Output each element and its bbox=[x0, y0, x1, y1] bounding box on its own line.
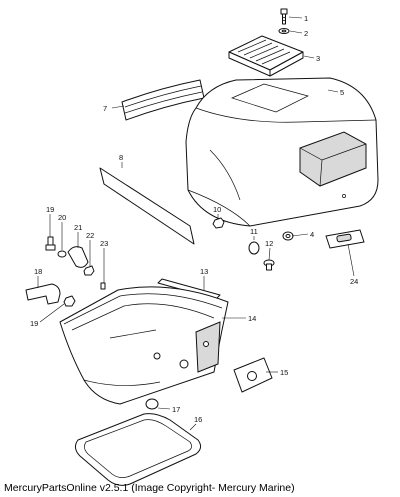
part-23-screw[interactable] bbox=[100, 282, 106, 290]
part-19-bolt-upper[interactable] bbox=[45, 236, 56, 251]
callout-22: 22 bbox=[86, 231, 94, 240]
part-19-nut-lower[interactable] bbox=[63, 295, 76, 307]
callout-23: 23 bbox=[100, 239, 108, 248]
callout-18: 18 bbox=[34, 267, 42, 276]
callout-19-upper: 19 bbox=[46, 205, 54, 214]
part-20-washer[interactable] bbox=[57, 250, 67, 258]
part-18-latch-handle[interactable] bbox=[25, 283, 61, 305]
callout-4: 4 bbox=[310, 230, 314, 239]
callout-15: 15 bbox=[280, 368, 288, 377]
callout-16: 16 bbox=[194, 415, 202, 424]
callout-12: 12 bbox=[265, 239, 273, 248]
part-24-nameplate[interactable] bbox=[325, 229, 365, 249]
part-2-washer[interactable] bbox=[278, 28, 290, 34]
callout-17: 17 bbox=[172, 405, 180, 414]
part-10-nut[interactable] bbox=[212, 217, 225, 229]
callout-21: 21 bbox=[74, 223, 82, 232]
part-15-plate[interactable] bbox=[233, 357, 273, 393]
callout-7: 7 bbox=[103, 104, 107, 113]
part-4-grommet[interactable] bbox=[282, 231, 294, 241]
callout-3: 3 bbox=[316, 54, 320, 63]
leader-lines bbox=[37, 16, 355, 431]
part-8-seal-strip[interactable] bbox=[99, 167, 195, 245]
part-5-top-cowl[interactable] bbox=[185, 77, 379, 227]
callout-14: 14 bbox=[248, 314, 256, 323]
callout-5: 5 bbox=[340, 88, 344, 97]
part-16-seal[interactable] bbox=[74, 413, 202, 486]
callout-2: 2 bbox=[304, 29, 308, 38]
copyright-footer: MercuryPartsOnline v2.5.1 (Image Copyrig… bbox=[4, 482, 295, 494]
callout-10: 10 bbox=[213, 205, 221, 214]
callout-20: 20 bbox=[58, 213, 66, 222]
part-3-top-cap[interactable] bbox=[228, 35, 304, 77]
part-11-bushing[interactable] bbox=[248, 238, 260, 255]
part-12-screw[interactable] bbox=[263, 259, 275, 271]
callout-13: 13 bbox=[200, 267, 208, 276]
part-21-latch-lever[interactable] bbox=[67, 246, 89, 268]
part-1-screw[interactable] bbox=[280, 8, 288, 25]
part-17-grommet[interactable] bbox=[145, 398, 159, 410]
callout-1: 1 bbox=[304, 14, 308, 23]
callout-24: 24 bbox=[350, 277, 358, 286]
callout-8: 8 bbox=[119, 153, 123, 162]
callout-11: 11 bbox=[250, 227, 258, 236]
callout-labels: 1 2 3 5 7 8 4 24 10 11 12 13 14 15 17 16… bbox=[30, 14, 358, 424]
callout-19-lower: 19 bbox=[30, 319, 38, 328]
part-22-nut[interactable] bbox=[83, 265, 95, 276]
part-14-bottom-cowl[interactable] bbox=[59, 286, 229, 405]
part-7-decal[interactable] bbox=[121, 79, 205, 121]
